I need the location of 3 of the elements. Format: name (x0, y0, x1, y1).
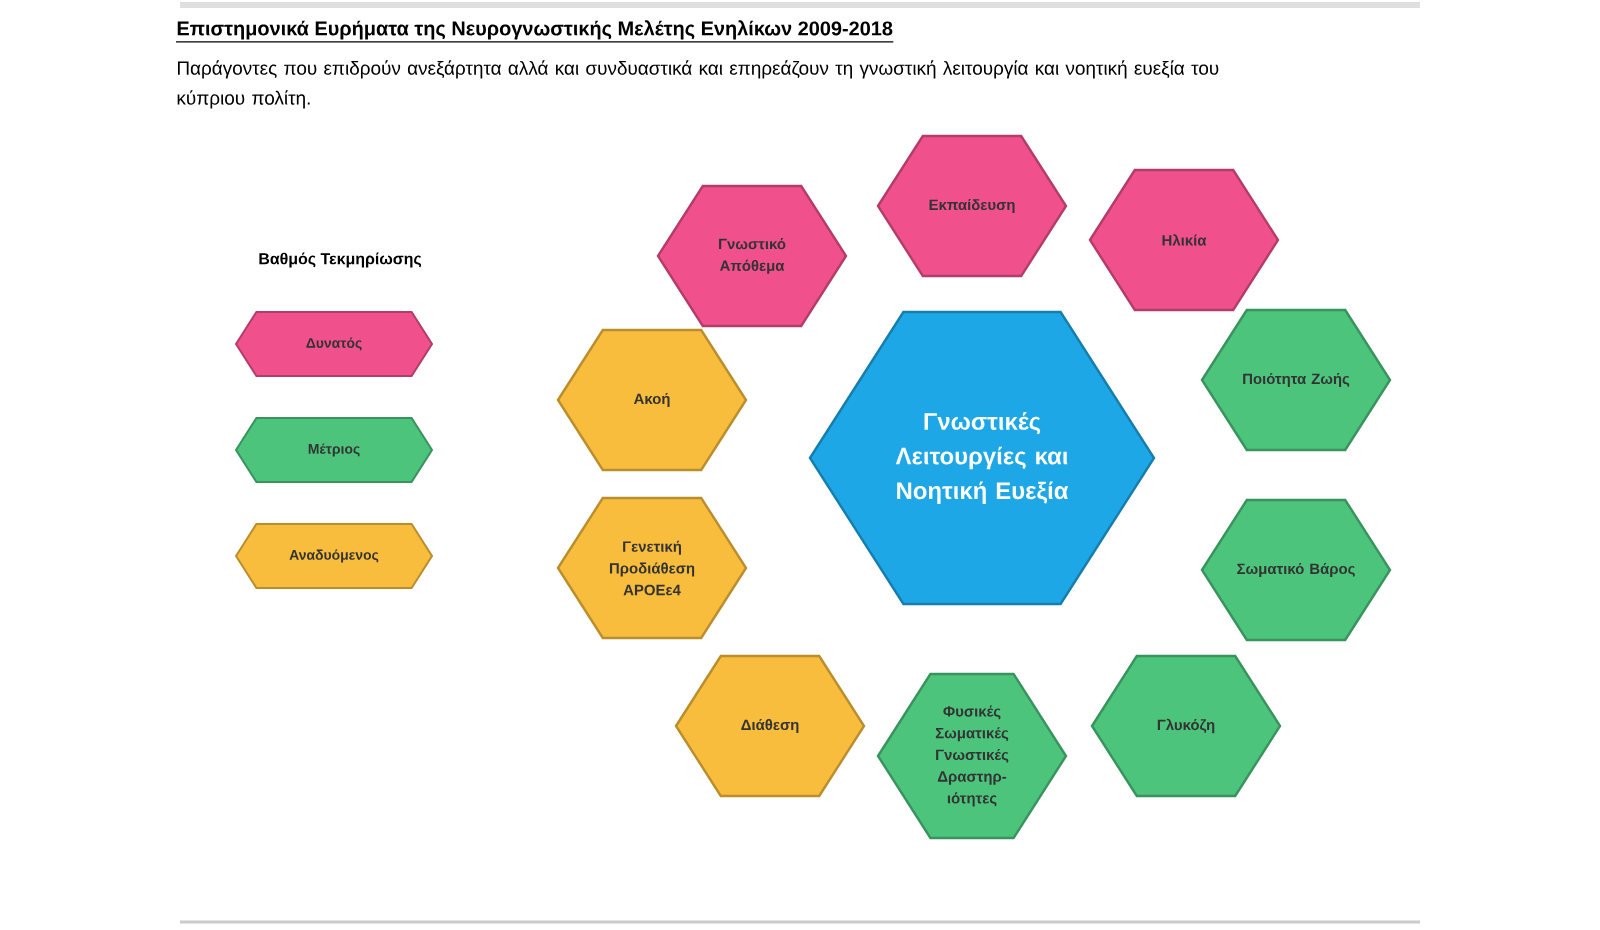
hexagon-box: Γνωστικές Λειτουργίες και Νοητική Ευεξία (808, 310, 1156, 606)
title: Επιστημονικά Ευρήματα της Νευρογνωστικής Μελέτης Ενηλίκων 2009-2018 (177, 20, 893, 40)
subtitle: Παράγοντες που επιδρούν ανεξάρτητα αλλά και συνδυαστικά και επηρεάζουν τη γνωστική λειτουργία και νοητική ευεξία του κύπριου πολίτη. (177, 60, 1219, 109)
